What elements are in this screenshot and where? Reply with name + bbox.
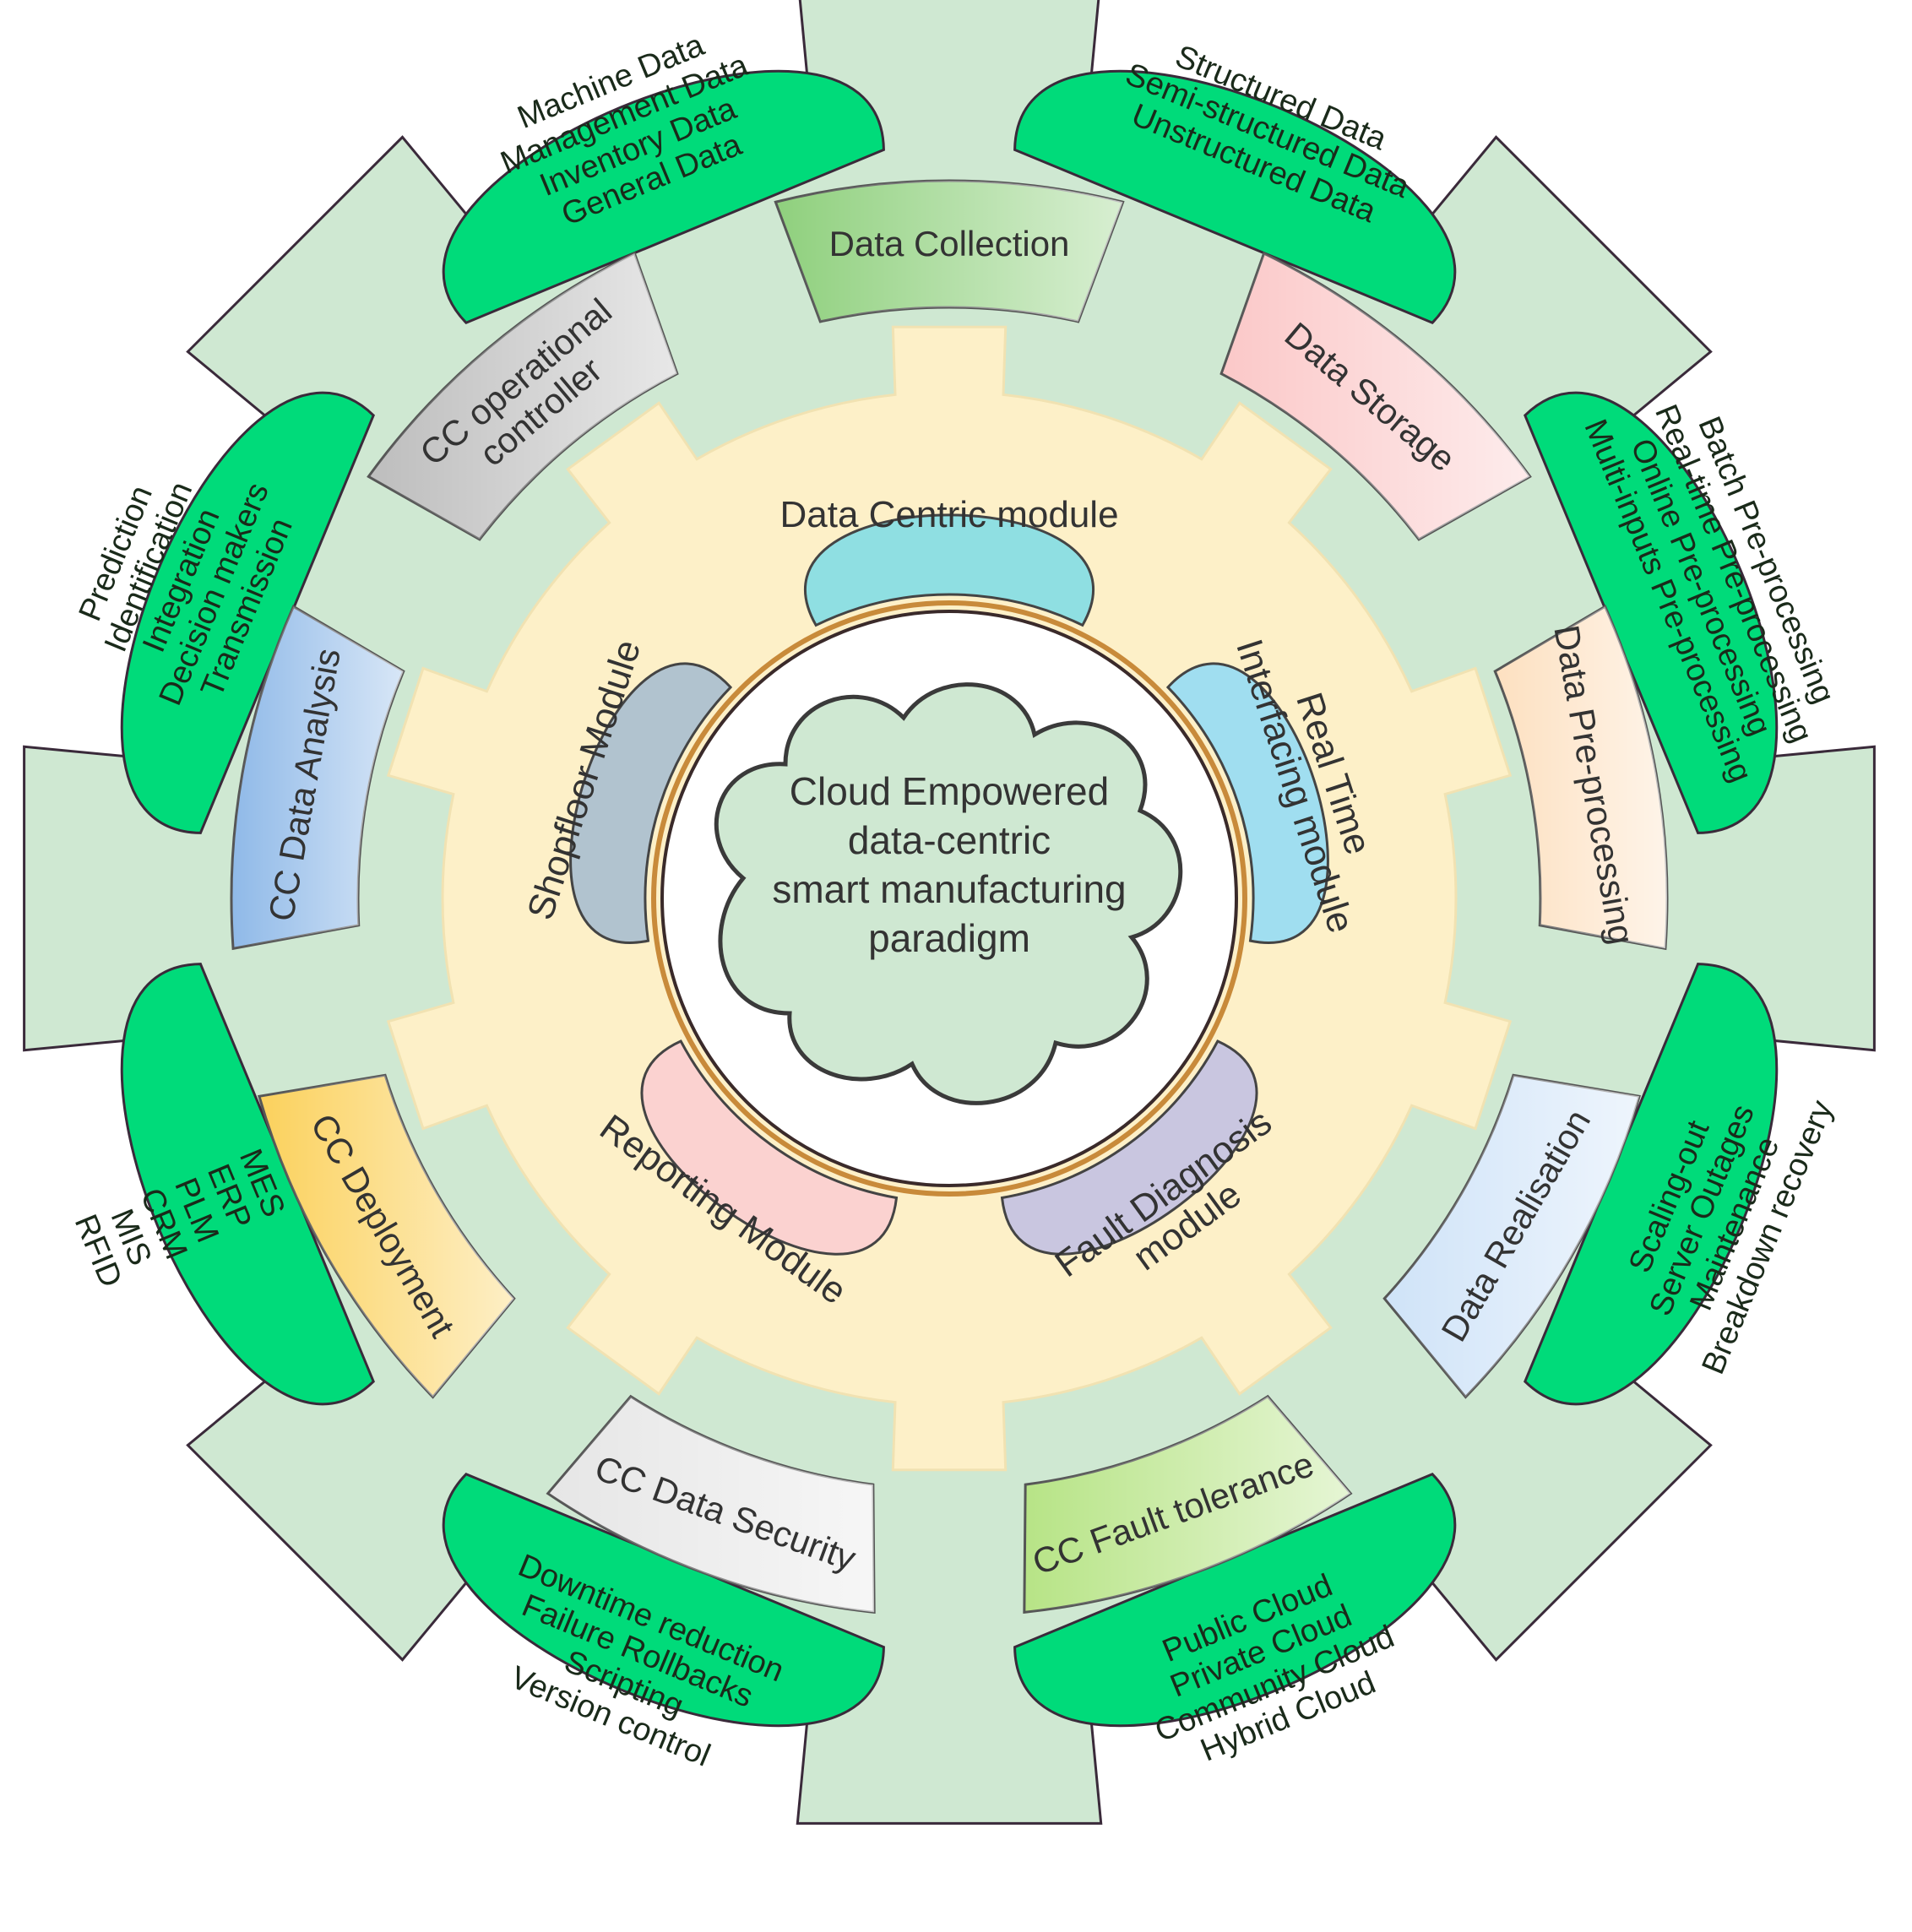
outer-blob-shape bbox=[442, 69, 885, 324]
outer-blob-3: Batch Pre-processingReal-time Pre-proces… bbox=[1524, 391, 1841, 834]
outer-blob-shape bbox=[1524, 391, 1779, 834]
center-title-text: Cloud Empowered data-centric smart manufac… bbox=[772, 769, 1126, 960]
center-cloud bbox=[714, 682, 1183, 1105]
middle-item-highlight bbox=[1024, 1396, 1351, 1613]
outer-blob-shape bbox=[120, 391, 375, 834]
inner-module-shape bbox=[804, 513, 1095, 627]
middle-item-8: CC Data Analysis bbox=[230, 605, 405, 951]
outer-blob-7: MESERPPLMCRMMISRFID bbox=[68, 963, 375, 1406]
outer-blob-shape bbox=[442, 1473, 885, 1728]
middle-item-highlight bbox=[1384, 1075, 1640, 1397]
middle-item-highlight bbox=[547, 1396, 875, 1613]
outer-blob-shape bbox=[120, 963, 375, 1406]
outer-blob-text: MESERPPLMCRMMISRFID bbox=[68, 1142, 293, 1292]
middle-item-highlight bbox=[775, 180, 1123, 322]
center-title-line: Cloud Empowered bbox=[790, 769, 1109, 813]
inner-module-shape bbox=[640, 1039, 899, 1256]
middle-item-highlight bbox=[231, 606, 404, 949]
middle-item-highlight bbox=[1221, 253, 1530, 540]
middle-item-4: Data Realisation bbox=[1382, 1073, 1641, 1399]
inner-module-label: Data Centric module bbox=[779, 494, 1118, 535]
inner-module-shape bbox=[1165, 662, 1329, 944]
center-title-line: smart manufacturing bbox=[772, 867, 1126, 911]
middle-item-label: Data Collection bbox=[829, 224, 1070, 263]
inner-module-shape bbox=[1000, 1039, 1258, 1256]
middle-item-line: Data Collection bbox=[829, 224, 1070, 263]
inner-module-line: Data Centric module bbox=[779, 494, 1118, 535]
outer-blob-shape bbox=[1013, 69, 1457, 324]
middle-item-1: Data Collection bbox=[774, 179, 1125, 323]
middle-item-3: Data Pre-processing bbox=[1493, 605, 1669, 951]
outer-blobs: Machine DataManagement DataInventory Dat… bbox=[68, 27, 1841, 1783]
outer-blob-shape bbox=[1524, 963, 1779, 1406]
outer-blob-text: Public CloudPrivate CloudCommunity Cloud… bbox=[1123, 1554, 1413, 1783]
middle-item-highlight bbox=[258, 1075, 514, 1397]
outer-blob-shape bbox=[1013, 1473, 1457, 1728]
inner-module-shape bbox=[569, 662, 733, 944]
inner-module-1: Data Centric module bbox=[779, 494, 1119, 627]
middle-item-highlight bbox=[368, 253, 677, 540]
center-ring-outer bbox=[651, 600, 1247, 1197]
center-title-line: paradigm bbox=[868, 916, 1030, 960]
middle-item-highlight bbox=[1495, 606, 1667, 949]
outer-blob-2: Structured DataSemi-structured DataUnstr… bbox=[1013, 39, 1457, 324]
outer-blob-5: Public CloudPrivate CloudCommunity Cloud… bbox=[1013, 1473, 1457, 1783]
center-title: Cloud Empowered data-centric smart manufac… bbox=[772, 769, 1126, 960]
center-title-line: data-centric bbox=[848, 818, 1051, 862]
